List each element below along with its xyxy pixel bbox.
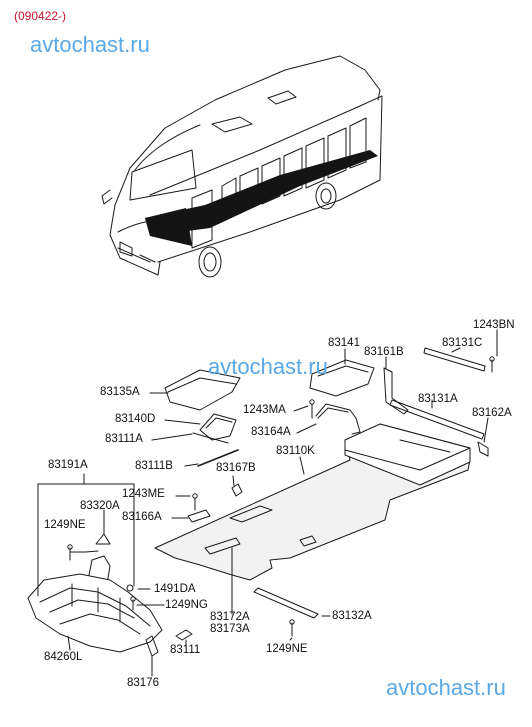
watermark-middle: avtochast.ru bbox=[208, 354, 328, 379]
part-label: 1243ME bbox=[122, 488, 165, 500]
watermark-bottom: avtochast.ru bbox=[386, 675, 506, 700]
part-label: 83320A bbox=[80, 500, 120, 512]
part-83135A bbox=[164, 369, 241, 411]
watermark-top: avtochast.ru bbox=[30, 32, 150, 57]
part-label: 83172A bbox=[210, 611, 250, 623]
part-label: 83110K bbox=[276, 445, 315, 457]
part-label: 83162A bbox=[472, 407, 512, 419]
part-84260L bbox=[27, 573, 163, 653]
bus-illustration bbox=[101, 55, 383, 278]
part-label: 84260L bbox=[44, 651, 83, 663]
catalog-code: (090422-) bbox=[14, 9, 67, 23]
part-label: 83131A bbox=[418, 393, 458, 405]
part-label: 83135A bbox=[100, 386, 140, 398]
part-label: 83140D bbox=[115, 413, 156, 425]
part-label: 83111B bbox=[135, 460, 173, 472]
part-label: 83131C bbox=[442, 337, 483, 349]
part-label: 1491DA bbox=[154, 583, 196, 595]
part-label: 1243BN bbox=[473, 319, 515, 331]
part-label: 1249NE bbox=[44, 519, 86, 531]
part-label: 83166A bbox=[122, 511, 162, 523]
part-label: 83164A bbox=[251, 426, 291, 438]
part-label: 1249NE bbox=[266, 643, 308, 655]
bus-floor-highlight bbox=[145, 150, 378, 236]
part-label: 83111 bbox=[170, 644, 201, 656]
part-label: 83173A bbox=[210, 623, 250, 635]
part-label: 83167B bbox=[216, 462, 256, 474]
part-label: 1243MA bbox=[243, 404, 286, 416]
part-label: 83161B bbox=[364, 346, 404, 358]
part-label: 83132A bbox=[332, 610, 372, 622]
part-label: 83141 bbox=[328, 337, 360, 349]
part-label: 1249NG bbox=[165, 599, 208, 611]
part-label: 83111A bbox=[105, 433, 143, 445]
part-label: 83176 bbox=[127, 677, 159, 689]
part-label: 83191A bbox=[48, 459, 88, 471]
